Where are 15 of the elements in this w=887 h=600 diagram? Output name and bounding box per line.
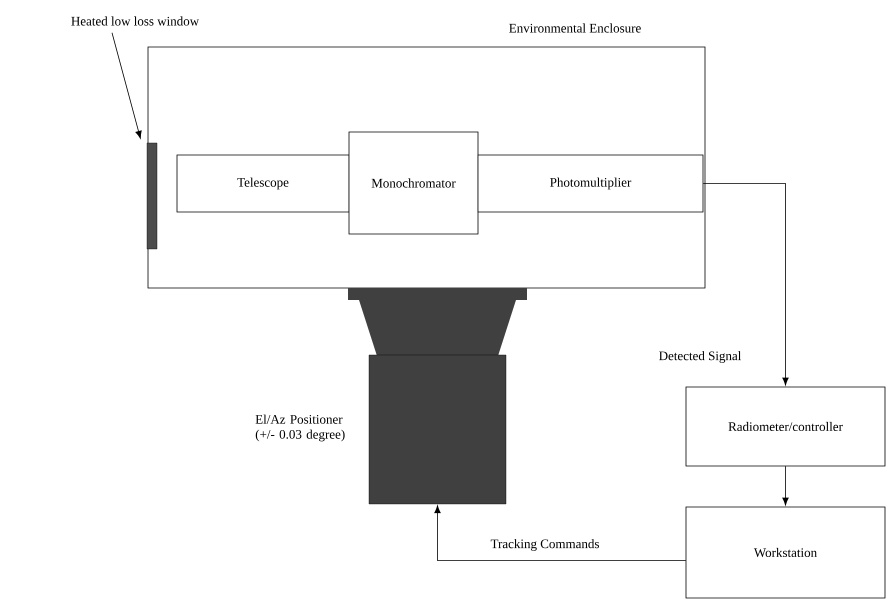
arrow [782, 466, 789, 506]
telescope-box: Telescope [176, 154, 350, 212]
edge-label: Detected Signal [658, 350, 742, 364]
arrow [703, 183, 789, 386]
arrow [434, 505, 686, 561]
positioner-label: El/Az Positioner (+/- 0.03 degree) [256, 414, 345, 442]
monochromator-box: Monochromator [348, 132, 478, 234]
enclosure-heading: Environmental Enclosure [509, 23, 641, 33]
window-bar [146, 142, 158, 250]
arrow [112, 32, 142, 139]
photomultiplier-box: Photomultiplier [478, 154, 704, 212]
radiometer-box: Radiometer/controller [686, 386, 886, 466]
callout-text: Heated low loss window [71, 16, 200, 26]
edge-label: Tracking Commands [490, 538, 600, 552]
workstation-box: Workstation [686, 506, 886, 598]
